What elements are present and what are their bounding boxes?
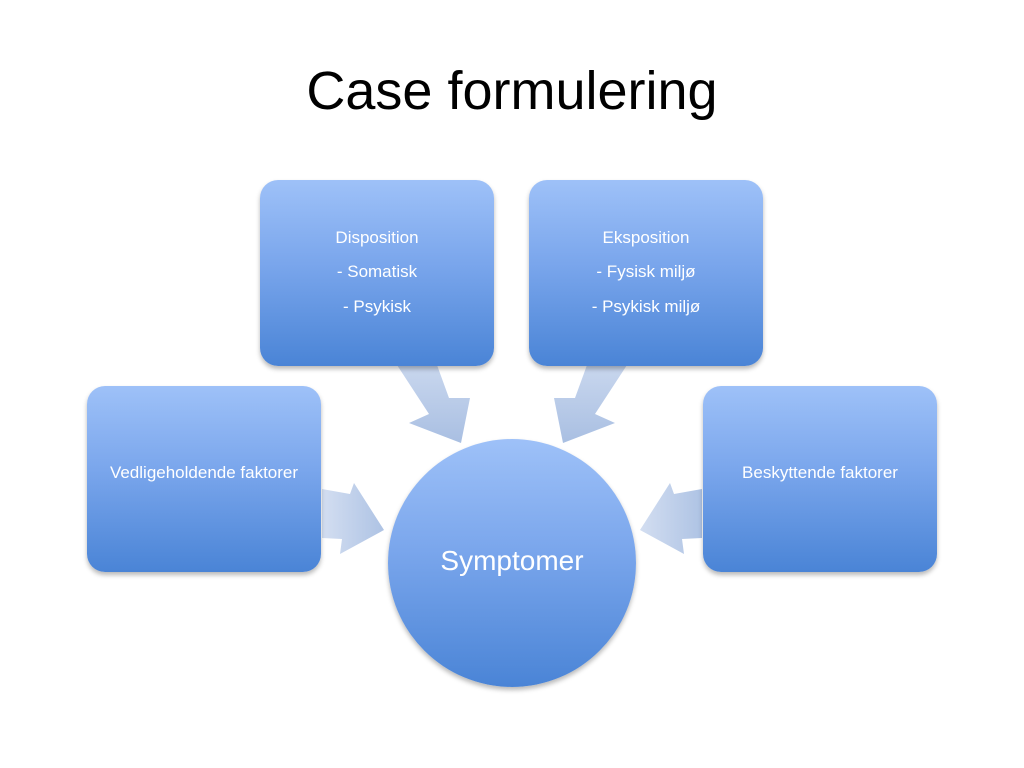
beskyttende-label: Beskyttende faktorer [742, 462, 898, 482]
symptomer-circle: Symptomer [388, 439, 636, 687]
eksposition-item-psykisk-miljo: - Psykisk miljø [591, 296, 701, 316]
disposition-box: Disposition - Somatisk - Psykisk [260, 180, 494, 366]
eksposition-heading: Eksposition [602, 228, 690, 247]
arrow-vedligeholdende-to-symptomer [322, 483, 384, 554]
vedligeholdende-label: Vedligeholdende faktorer [109, 462, 299, 482]
symptomer-label: Symptomer [440, 545, 584, 576]
eksposition-box: Eksposition - Fysisk miljø - Psykisk mil… [529, 180, 763, 366]
arrow-beskyttende-to-symptomer [640, 483, 702, 554]
eksposition-item-fysisk-miljo: - Fysisk miljø [596, 262, 696, 282]
disposition-heading: Disposition [335, 228, 419, 247]
slide-title: Case formulering [306, 61, 718, 121]
arrow-eksposition-to-symptomer [554, 365, 627, 443]
vedligeholdende-box: Vedligeholdende faktorer [87, 386, 321, 572]
disposition-item-somatisk: - Somatisk [336, 262, 418, 282]
beskyttende-box: Beskyttende faktorer [703, 386, 937, 572]
disposition-item-psykisk: - Psykisk [343, 296, 411, 316]
arrow-disposition-to-symptomer [397, 365, 470, 443]
